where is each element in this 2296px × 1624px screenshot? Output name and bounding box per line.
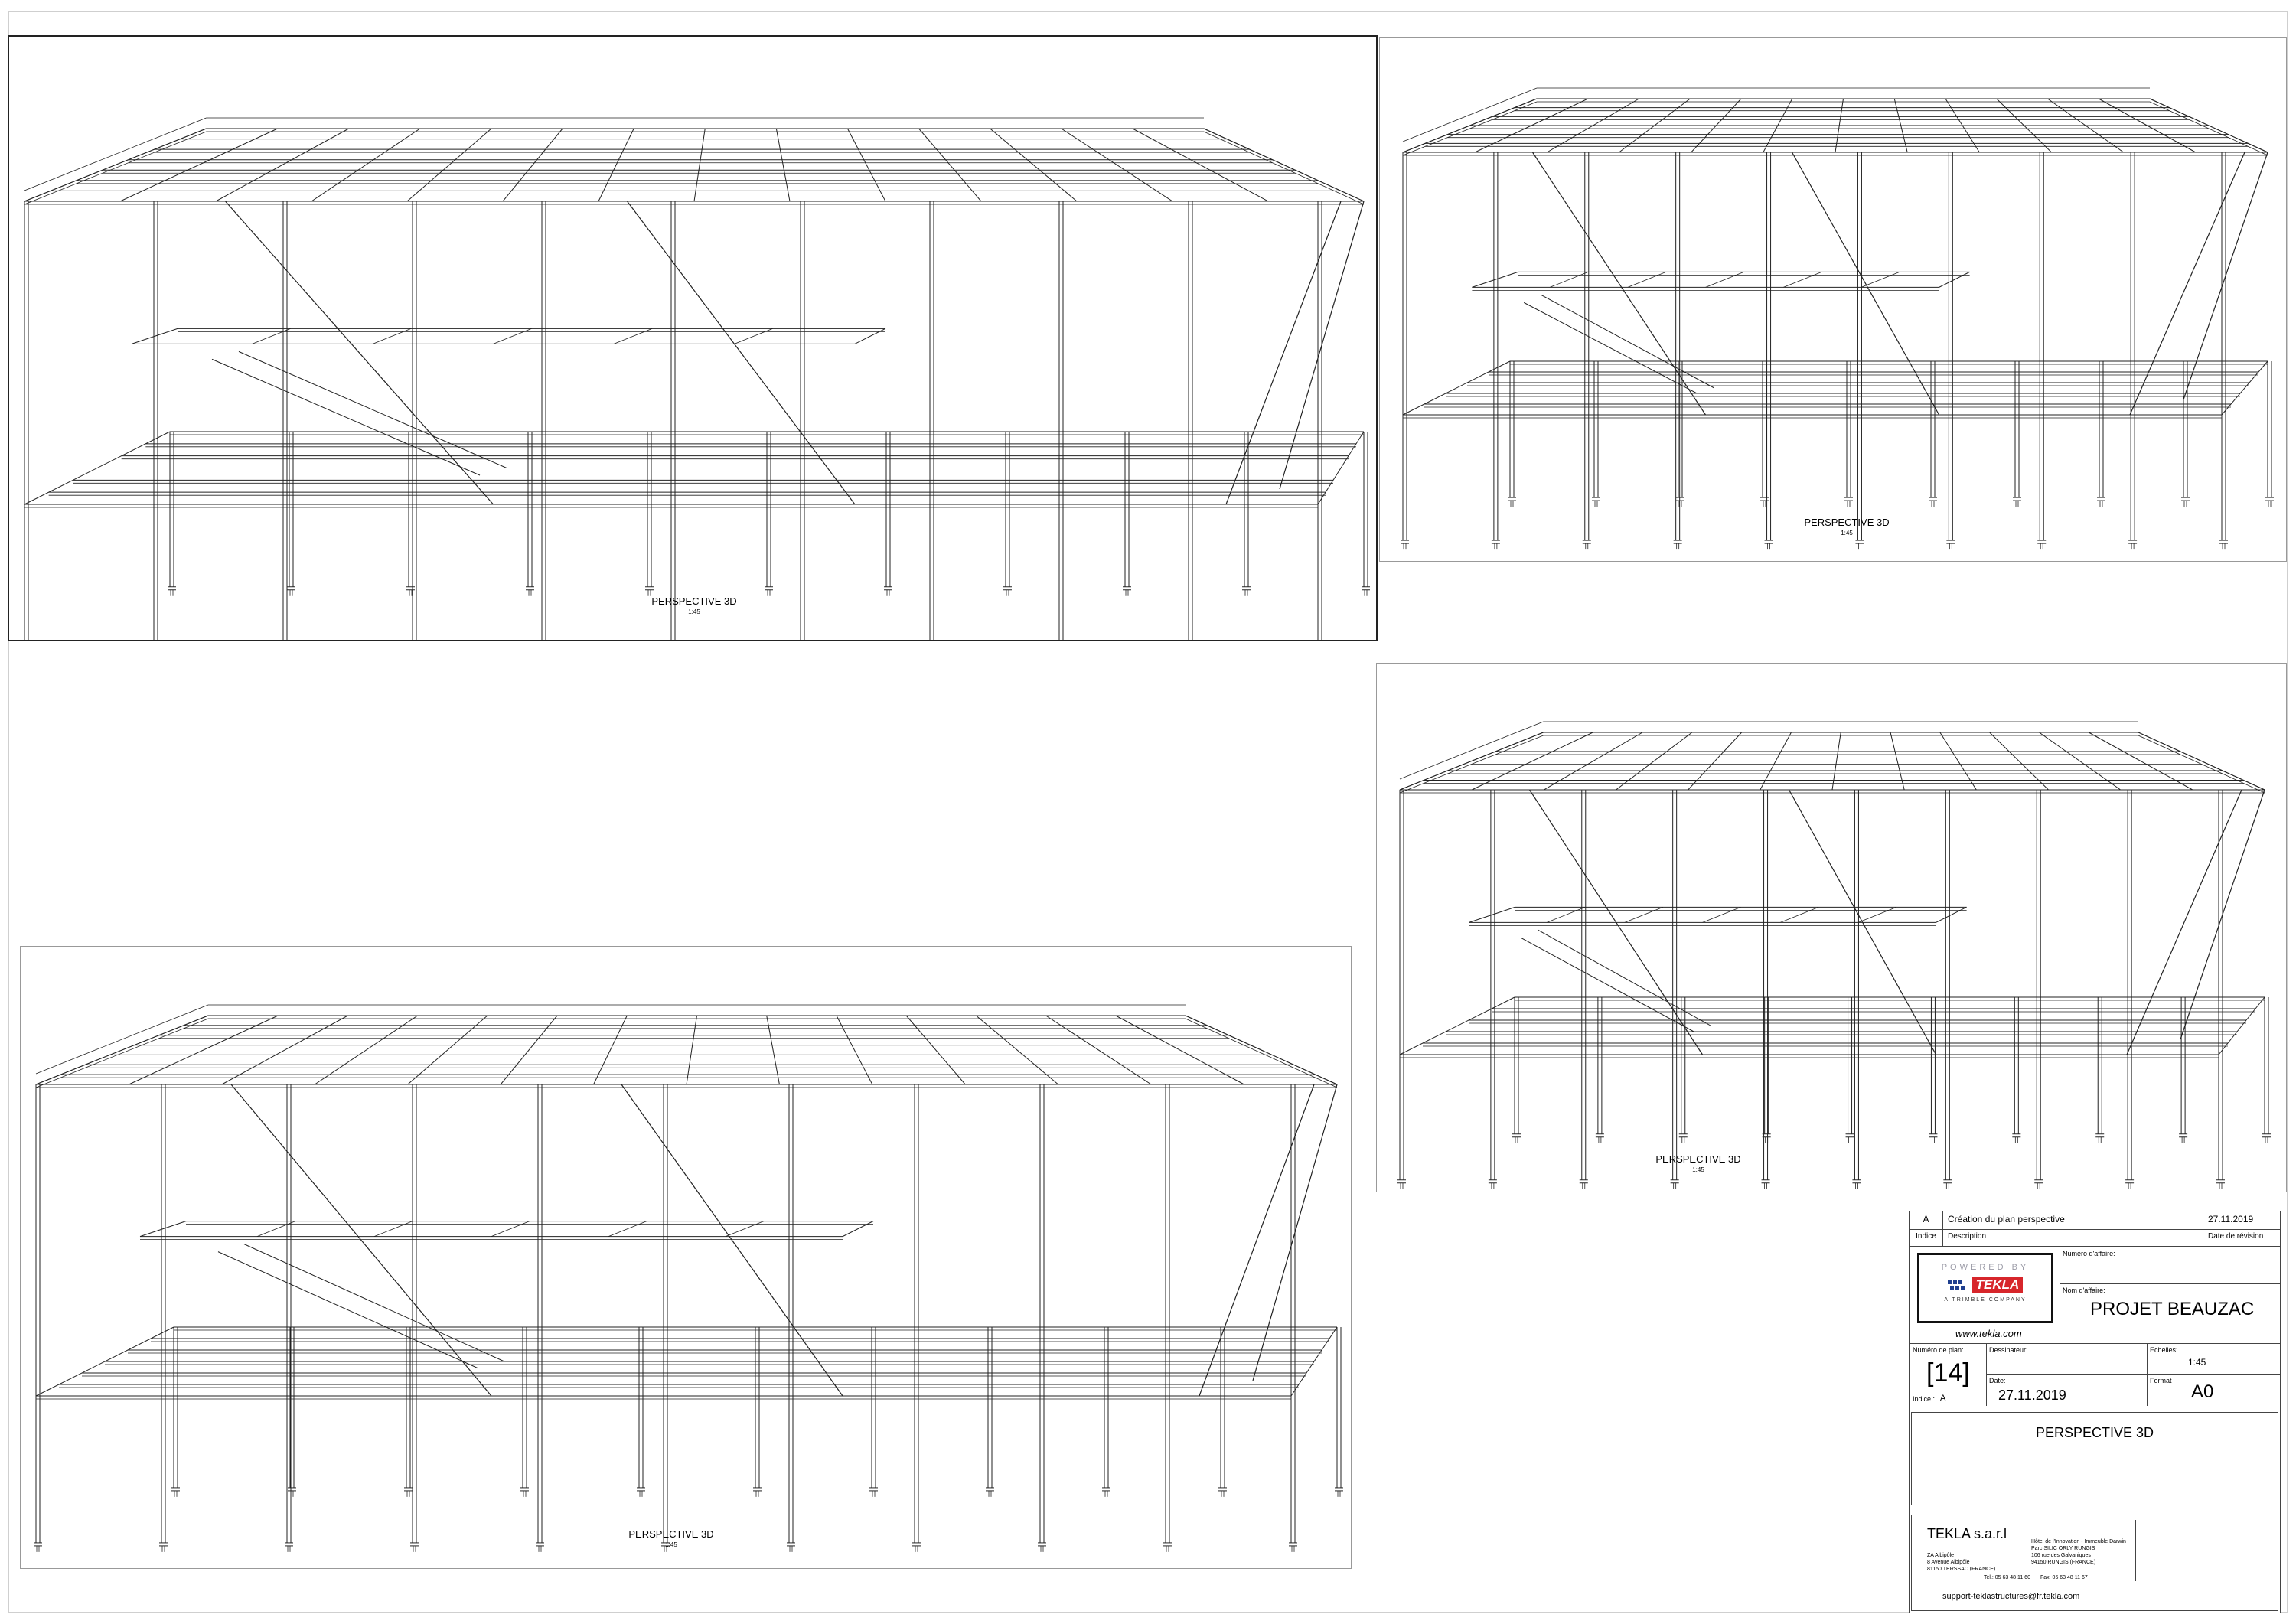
- view-title: PERSPECTIVE 3D: [651, 595, 737, 607]
- nom-affaire-label: Nom d'affaire:: [2063, 1286, 2105, 1294]
- tekla-logo: POWERED BY TEKLA A TRIMBLE COMPANY: [1917, 1253, 2053, 1323]
- address-line: 81150 TERSSAC (FRANCE): [1927, 1567, 1996, 1572]
- logo-tagline: A TRIMBLE COMPANY: [1944, 1297, 2027, 1303]
- company-phone: Tel.: 05 63 48 11 60: [1984, 1575, 2030, 1580]
- title-block: A Création du plan perspective 27.11.201…: [1909, 1211, 2281, 1613]
- sheet-border: [8, 11, 2288, 1613]
- structure-wireframe-4: [34, 1004, 1343, 1552]
- view-scale: 1:45: [665, 1541, 677, 1548]
- view-scale: 1:45: [1692, 1166, 1704, 1173]
- view-perspective-3[interactable]: PERSPECTIVE 3D 1:45: [1376, 663, 2287, 1192]
- structure-wireframe-1: [24, 117, 1370, 640]
- company-name: TEKLA s.a.r.l: [1927, 1526, 2007, 1541]
- numero-affaire-label: Numéro d'affaire:: [2063, 1250, 2115, 1257]
- numero-plan-label: Numéro de plan:: [1913, 1346, 1964, 1354]
- view-title: PERSPECTIVE 3D: [628, 1528, 714, 1540]
- company-fax: Fax: 05 63 48 11 67: [2040, 1575, 2088, 1580]
- divider: [1986, 1374, 2280, 1375]
- logo-website: www.tekla.com: [1955, 1328, 2022, 1339]
- divider: [2060, 1283, 2280, 1284]
- dessinateur-label: Dessinateur:: [1989, 1346, 2028, 1354]
- company-address-left: ZA Albipôle 8 Avenue Albipôle 81150 TERS…: [1927, 1552, 1995, 1573]
- address-line: ZA Albipôle: [1927, 1553, 1955, 1558]
- view-scale: 1:45: [1841, 530, 1853, 536]
- numero-plan-value: [14]: [1926, 1358, 1970, 1388]
- date-label: Date:: [1989, 1377, 2006, 1384]
- revision-header-row: Indice Description Date de révision: [1910, 1230, 2280, 1247]
- tekla-cross-icon: [1947, 1280, 1965, 1290]
- indice-value: A: [1940, 1394, 1946, 1403]
- logo-mark: TEKLA: [1919, 1277, 2051, 1293]
- company-email[interactable]: support-teklastructures@fr.tekla.com: [1942, 1592, 2080, 1601]
- company-box: TEKLA s.a.r.l ZA Albipôle 8 Avenue Albip…: [1911, 1515, 2278, 1611]
- header-description: Description: [1943, 1230, 2203, 1246]
- structure-wireframe-3: [1397, 721, 2271, 1189]
- view-perspective-1[interactable]: PERSPECTIVE 3D 1:45: [8, 35, 1378, 641]
- divider: [1986, 1343, 1987, 1406]
- view-caption-4: PERSPECTIVE 3D 1:45: [556, 1528, 786, 1548]
- divider: [2135, 1520, 2136, 1581]
- revision-row: A Création du plan perspective 27.11.201…: [1910, 1211, 2280, 1230]
- view-caption-1: PERSPECTIVE 3D 1:45: [579, 595, 809, 615]
- revision-description: Création du plan perspective: [1943, 1211, 2203, 1229]
- structure-wireframe-2: [1401, 87, 2274, 550]
- view-perspective-2[interactable]: PERSPECTIVE 3D 1:45: [1379, 37, 2287, 562]
- address-line: 94150 RUNGIS (FRANCE): [2031, 1560, 2096, 1565]
- view-caption-2: PERSPECTIVE 3D 1:45: [1732, 517, 1962, 536]
- echelles-label: Echelles:: [2150, 1346, 2178, 1354]
- nom-affaire-value: PROJET BEAUZAC: [2090, 1299, 2255, 1319]
- address-line: 8 Avenue Albipôle: [1927, 1560, 1970, 1565]
- header-indice: Indice: [1910, 1230, 1943, 1246]
- view-title: PERSPECTIVE 3D: [1804, 517, 1890, 528]
- drawing-title: PERSPECTIVE 3D: [2035, 1425, 2154, 1440]
- address-line: 106 rue des Galvaniques: [2031, 1553, 2091, 1558]
- revision-indice: A: [1910, 1211, 1943, 1229]
- date-value: 27.11.2019: [1998, 1388, 2066, 1403]
- divider: [1910, 1343, 2280, 1344]
- company-address-right: Hôtel de l'Innovation - Immeuble Darwin …: [2031, 1538, 2126, 1566]
- address-line: Hôtel de l'Innovation - Immeuble Darwin: [2031, 1539, 2126, 1544]
- indice-label: Indice :: [1913, 1395, 1936, 1403]
- logo-powered-by: POWERED BY: [1941, 1263, 2030, 1272]
- view-perspective-4[interactable]: PERSPECTIVE 3D 1:45: [20, 946, 1352, 1569]
- header-date: Date de révision: [2208, 1232, 2264, 1241]
- view-scale: 1:45: [688, 608, 700, 615]
- divider: [2147, 1343, 2148, 1406]
- format-value: A0: [2191, 1381, 2214, 1402]
- format-label: Format: [2150, 1377, 2172, 1384]
- echelles-value: 1:45: [2188, 1357, 2206, 1368]
- view-title: PERSPECTIVE 3D: [1655, 1153, 1741, 1165]
- drawing-title-box: PERSPECTIVE 3D: [1911, 1412, 2278, 1505]
- view-caption-3: PERSPECTIVE 3D 1:45: [1583, 1153, 1813, 1173]
- revision-date: 27.11.2019: [2208, 1214, 2254, 1225]
- address-line: Parc SILIC ORLY RUNGIS: [2031, 1546, 2095, 1551]
- logo-brand: TEKLA: [1971, 1277, 2024, 1293]
